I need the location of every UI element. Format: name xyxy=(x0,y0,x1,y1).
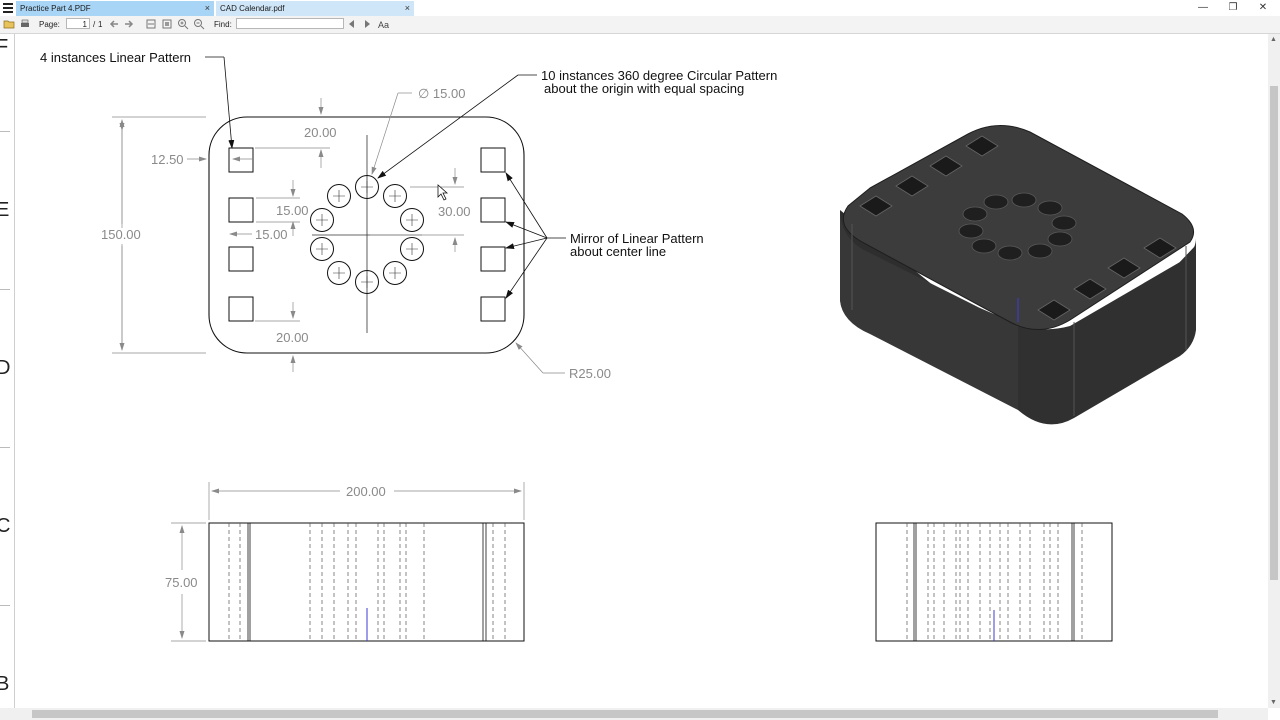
zoom-in-icon[interactable] xyxy=(177,18,189,30)
close-icon[interactable]: × xyxy=(404,3,410,13)
zone-letter: D xyxy=(0,357,11,379)
bottom-offset-dim: 20.00 xyxy=(276,330,309,345)
previous-page-icon[interactable] xyxy=(108,18,120,30)
circle-radius-dim: 30.00 xyxy=(438,204,471,219)
hole xyxy=(355,270,379,294)
hole xyxy=(355,175,379,199)
square-cutout xyxy=(480,296,506,322)
window-close-button[interactable]: ✕ xyxy=(1258,2,1268,13)
match-case-icon[interactable]: Aa xyxy=(377,18,389,30)
model-right-face xyxy=(1018,238,1196,425)
horizontal-scrollbar[interactable] xyxy=(0,708,1268,720)
circular-pattern-note: 10 instances 360 degree Circular Pattern xyxy=(541,68,777,83)
left-offset-dim: 12.50 xyxy=(151,152,184,167)
svg-text:Aa: Aa xyxy=(378,20,389,30)
square-cutout xyxy=(480,197,506,223)
hole xyxy=(327,261,351,285)
width-dim: 200.00 xyxy=(346,484,386,499)
fit-page-icon[interactable] xyxy=(161,18,173,30)
page-separator: / xyxy=(93,20,96,29)
horizontal-scroll-thumb[interactable] xyxy=(32,710,1218,718)
square-size-dim: 15.00 xyxy=(255,227,288,242)
vertical-scroll-thumb[interactable] xyxy=(1270,86,1278,580)
isometric-model xyxy=(840,124,1196,425)
zone-letter: C xyxy=(0,515,11,537)
tab-label: Practice Part 4.PDF xyxy=(20,4,91,13)
drawing-sheet: 4 instances Linear Pattern 10 instances … xyxy=(40,50,1196,642)
zone-divider xyxy=(0,131,10,132)
circular-pattern-note: about the origin with equal spacing xyxy=(544,81,744,96)
side-view xyxy=(875,522,1113,642)
part-outline xyxy=(208,116,525,354)
minimize-button[interactable]: — xyxy=(1198,2,1208,13)
zone-letter: E xyxy=(0,199,10,221)
zone-divider xyxy=(0,289,10,290)
zone-letter: B xyxy=(0,673,10,695)
page-number-input[interactable]: 1 xyxy=(66,18,90,29)
hole-diameter-dim: ∅ 15.00 xyxy=(418,86,465,101)
hole xyxy=(310,237,334,261)
tab-cad-calendar[interactable]: CAD Calendar.pdf × xyxy=(216,1,414,16)
square-spacing-dim: 15.00 xyxy=(276,203,309,218)
hole xyxy=(383,184,407,208)
hole xyxy=(400,237,424,261)
square-cutout xyxy=(228,296,254,322)
hole xyxy=(383,261,407,285)
model-front-face xyxy=(840,212,1018,410)
thickness-dim: 75.00 xyxy=(165,575,198,590)
mirror-note: about center line xyxy=(570,244,666,259)
hole xyxy=(400,208,424,232)
find-next-icon[interactable] xyxy=(361,18,373,30)
drawing-border-left: F E D C B xyxy=(0,34,15,708)
zone-letter: F xyxy=(0,36,9,58)
fit-width-icon[interactable] xyxy=(145,18,157,30)
model-top-face xyxy=(842,124,1195,331)
square-cutout xyxy=(480,246,506,272)
top-view: 4 instances Linear Pattern 10 instances … xyxy=(40,50,777,381)
maximize-button[interactable]: ❐ xyxy=(1228,2,1238,13)
square-cutout xyxy=(228,147,254,173)
menu-icon[interactable] xyxy=(3,3,13,13)
find-input[interactable] xyxy=(236,18,344,29)
page-total: 1 xyxy=(98,20,103,29)
find-previous-icon[interactable] xyxy=(346,18,358,30)
zoom-out-icon[interactable] xyxy=(193,18,205,30)
next-page-icon[interactable] xyxy=(123,18,135,30)
vertical-scrollbar[interactable]: ▲ ▼ xyxy=(1268,34,1280,708)
top-offset-dim: 20.00 xyxy=(304,125,337,140)
square-cutout xyxy=(228,197,254,223)
print-icon[interactable] xyxy=(19,18,31,30)
hole xyxy=(310,208,334,232)
mirror-note: Mirror of Linear Pattern xyxy=(570,231,704,246)
front-view: 200.00 75.00 xyxy=(165,482,525,642)
hole xyxy=(327,184,351,208)
zone-divider xyxy=(0,447,10,448)
zone-divider xyxy=(0,605,10,606)
toolbar: Page: 1 / 1 Find: Aa xyxy=(0,16,1280,34)
close-icon[interactable]: × xyxy=(204,3,210,13)
square-cutout xyxy=(228,246,254,272)
height-dim: 150.00 xyxy=(101,227,141,242)
mouse-cursor-icon xyxy=(437,184,449,201)
title-bar: Practice Part 4.PDF × CAD Calendar.pdf ×… xyxy=(0,0,1280,16)
open-file-icon[interactable] xyxy=(3,18,15,30)
tab-practice-part-4[interactable]: Practice Part 4.PDF × xyxy=(16,1,214,16)
page-label: Page: xyxy=(39,20,60,29)
corner-radius-dim: R25.00 xyxy=(569,366,611,381)
tab-label: CAD Calendar.pdf xyxy=(220,4,285,13)
find-label: Find: xyxy=(214,20,232,29)
square-cutout xyxy=(480,147,506,173)
linear-pattern-note: 4 instances Linear Pattern xyxy=(40,50,191,65)
